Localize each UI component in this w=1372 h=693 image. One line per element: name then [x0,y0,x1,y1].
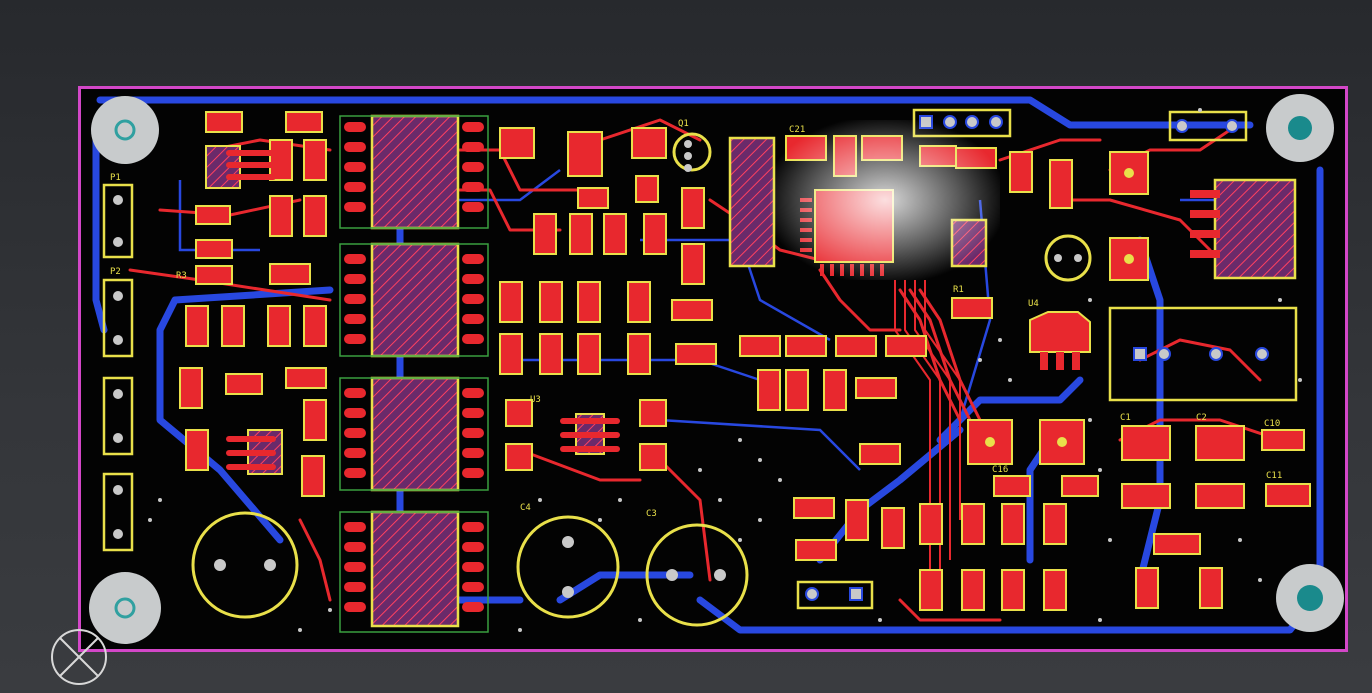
hatched-ic-packages[interactable] [205,114,1297,628]
mounting-hole-icon [91,96,159,164]
label-r1: R1 [953,285,964,295]
origin-crosshair-icon [51,629,107,685]
ic-green-outlines [339,115,489,633]
label-p2: P2 [110,267,121,277]
label-c21: C21 [789,125,805,135]
vias [148,108,1302,632]
label-u3: U3 [530,395,541,405]
label-c1: C1 [1120,413,1131,423]
label-c3: C3 [646,509,657,519]
label-c11: C11 [1266,471,1282,481]
square-pad-components[interactable] [967,151,1149,465]
label-c4: C4 [520,503,531,513]
label-c10: C10 [1264,419,1280,429]
label-u4: U4 [1028,299,1039,309]
electrolytic-pads [214,140,1082,598]
label-p1: P1 [110,173,121,183]
soic-pads [226,150,1220,470]
left-connectors[interactable] [102,183,134,552]
label-c16: C16 [992,465,1008,475]
label-c2: C2 [1196,413,1207,423]
top-layer-bus [894,280,961,600]
smd-components[interactable] [179,111,1311,611]
mounting-hole-icon [1276,564,1344,632]
mounting-holes [89,94,1344,644]
voltage-regulator[interactable] [1029,311,1091,370]
square-pad-holes [985,168,1134,447]
header-pins [805,115,1269,601]
mounting-hole-icon [1266,94,1334,162]
label-q1: Q1 [678,119,689,129]
ic-pin-pads [344,122,484,612]
mounting-hole-icon [89,572,161,644]
qfp-chip[interactable] [800,189,894,276]
left-connector-pads [113,195,123,539]
bottom-layer-thin-traces [178,169,1261,471]
label-r3: R3 [176,271,187,281]
electrolytic-capacitors[interactable] [191,132,1092,627]
